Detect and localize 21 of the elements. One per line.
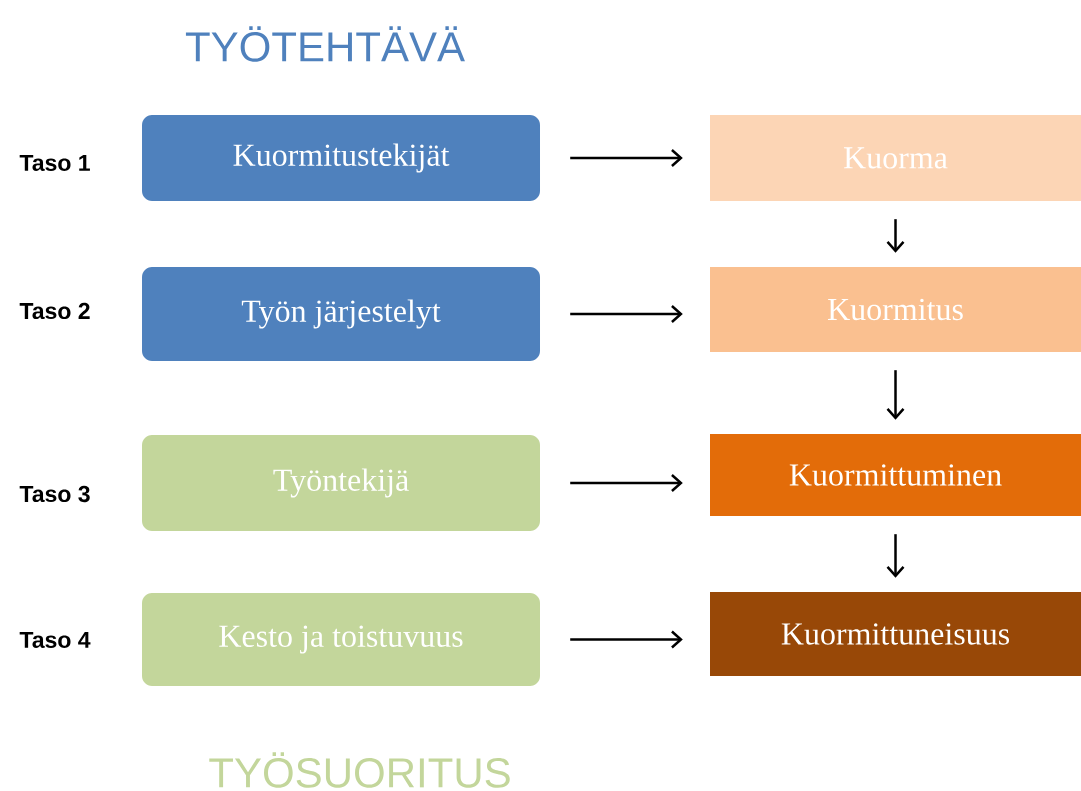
- process-box: Kuormittuneisuus: [710, 592, 1081, 676]
- arrow: [886, 370, 905, 420]
- arrow: [886, 219, 905, 253]
- rounded-box: Työntekijä: [142, 435, 540, 531]
- rounded-box: Työn järjestelyt: [142, 267, 540, 361]
- process-box: Kuormitus: [710, 267, 1081, 352]
- level-label: Taso 2: [19, 302, 90, 320]
- level-label: Taso 3: [19, 485, 90, 503]
- rounded-box: Kuormitustekijät: [142, 115, 540, 201]
- process-box: Kuorma: [710, 115, 1081, 201]
- arrow: [570, 630, 683, 649]
- arrow: [570, 474, 683, 492]
- heading: TYÖTEHTÄVÄ: [185, 26, 465, 62]
- arrow: [570, 149, 683, 167]
- rounded-box: Kesto ja toistuvuus: [142, 593, 540, 686]
- process-box: Kuormittuminen: [710, 434, 1081, 516]
- arrow: [570, 305, 683, 323]
- level-label: Taso 4: [19, 631, 91, 648]
- footer-heading: TYÖSUORITUS: [209, 752, 510, 788]
- arrow: [886, 534, 905, 578]
- level-label: Taso 1: [19, 154, 90, 171]
